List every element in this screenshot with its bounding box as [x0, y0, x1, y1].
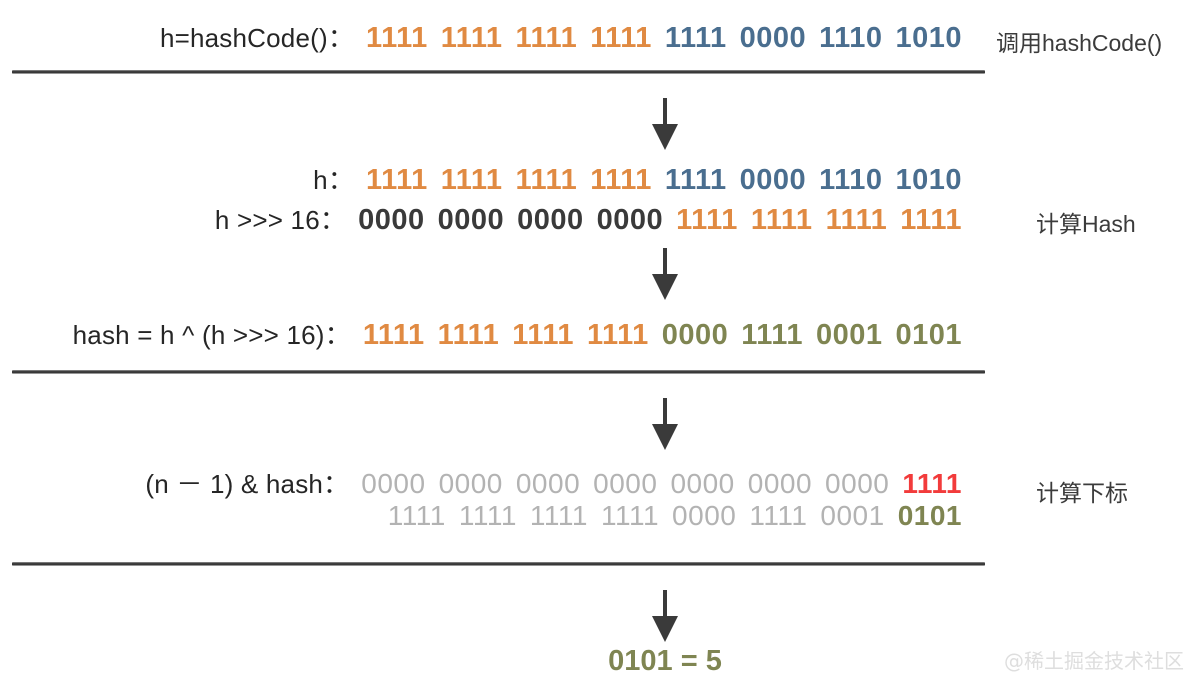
bit-group: 1111: [512, 319, 575, 351]
bit-group: 0000: [661, 319, 729, 351]
bits-hashcode: 1111 1111 1111 1111 1111 0000 1110 1010: [366, 22, 962, 55]
bit-group: 0001: [820, 500, 885, 531]
section-divider-3: [12, 562, 985, 566]
row-n-minus-1: (n － 1) & hash： 0000 0000 0000 0000 0000…: [0, 464, 962, 501]
bit-group: 1111: [600, 500, 660, 531]
bit-group: 1111: [529, 500, 588, 531]
bit-group: 1111: [676, 204, 738, 236]
bit-group: 1111: [749, 500, 808, 531]
bit-group: 0000: [739, 22, 807, 54]
row-hash-operand: 1111 1111 1111 1111 0000 1111 0001 0101: [0, 500, 962, 532]
arrow-down-icon: [645, 98, 685, 150]
bits-h: 1111 1111 1111 1111 1111 0000 1110 1010: [366, 164, 962, 197]
stage-caption-call-hashcode: 调用hashCode(): [996, 30, 1163, 56]
bit-group: 1010: [895, 164, 962, 196]
bit-group: 0000: [747, 468, 813, 499]
stage-caption-compute-hash: 计算Hash: [1036, 211, 1136, 237]
bit-group: 0000: [825, 468, 890, 499]
bit-group: 0000: [739, 164, 807, 196]
row-h-shift-16: h >>> 16： 0000 0000 0000 0000 1111 1111 …: [0, 200, 962, 237]
bit-group: 1110: [819, 164, 883, 196]
bit-group: 1111: [437, 319, 500, 351]
row-hashcode: h=hashCode()： 1111 1111 1111 1111 1111 0…: [0, 18, 962, 55]
row-label-hash-xor: hash = h ^ (h >>> 16)：: [72, 320, 351, 350]
row-label-n-minus-1: (n － 1) & hash：: [145, 469, 350, 499]
bit-group: 0000: [515, 468, 581, 499]
bit-group: 1111: [741, 319, 803, 351]
bit-group: 1111: [440, 164, 503, 196]
bit-group: 1111: [750, 204, 813, 236]
bit-group: 1111: [664, 164, 727, 196]
bit-group: 1111: [515, 164, 578, 196]
watermark: @稀土掘金技术社区: [1004, 649, 1184, 673]
stage-caption-compute-index: 计算下标: [1036, 480, 1128, 506]
bit-group: 1111: [366, 22, 428, 54]
bit-group-highlight: 0101: [897, 500, 962, 531]
bit-group: 1111: [362, 319, 425, 351]
bit-group: 1010: [895, 22, 962, 54]
bit-group: 1111: [366, 164, 428, 196]
bit-group: 0101: [895, 319, 962, 351]
bit-group: 1111: [440, 22, 503, 54]
bit-group: 1111: [458, 500, 517, 531]
bit-group: 1111: [664, 22, 727, 54]
arrow-down-icon: [645, 248, 685, 300]
bit-group: 1110: [819, 22, 883, 54]
row-h: h： 1111 1111 1111 1111 1111 0000 1110 10…: [0, 160, 962, 197]
arrow-down-icon: [645, 590, 685, 642]
bit-group: 0000: [517, 204, 584, 236]
bit-group: 1111: [590, 164, 652, 196]
bit-group: 1111: [825, 204, 888, 236]
bit-group: 0000: [593, 468, 658, 499]
bit-group: 1111: [900, 204, 962, 236]
row-label-h: h：: [313, 165, 355, 195]
bit-group: 1111: [590, 22, 652, 54]
bit-group: 0000: [358, 204, 425, 236]
bit-group: 0000: [596, 204, 664, 236]
arrow-down-icon: [645, 398, 685, 450]
row-label-hashcode: h=hashCode()：: [159, 23, 355, 53]
bit-group: 0000: [670, 468, 735, 499]
bits-hash-operand: 1111 1111 1111 1111 0000 1111 0001 0101: [388, 500, 962, 532]
section-divider-2: [12, 370, 985, 374]
bit-group: 0001: [815, 319, 883, 351]
bit-group: 0000: [438, 468, 503, 499]
section-divider-1: [12, 70, 985, 74]
bit-group: 0000: [672, 500, 737, 531]
bit-group: 1111: [587, 319, 649, 351]
bit-group: 0000: [437, 204, 505, 236]
bit-group: 1111: [387, 500, 446, 531]
bits-n-minus-1: 0000 0000 0000 0000 0000 0000 0000 1111: [361, 468, 962, 500]
bits-h-shift-16: 0000 0000 0000 0000 1111 1111 1111 1111: [358, 204, 962, 237]
result-value: 0101 = 5: [608, 645, 722, 677]
bits-hash-xor: 1111 1111 1111 1111 0000 1111 0001 0101: [363, 319, 962, 352]
row-hash-xor: hash = h ^ (h >>> 16)： 1111 1111 1111 11…: [0, 315, 962, 352]
row-label-h-shift-16: h >>> 16：: [214, 205, 347, 235]
bit-group: 1111: [515, 22, 578, 54]
bit-group: 0000: [361, 468, 426, 499]
bit-group-highlight: 1111: [902, 468, 962, 499]
